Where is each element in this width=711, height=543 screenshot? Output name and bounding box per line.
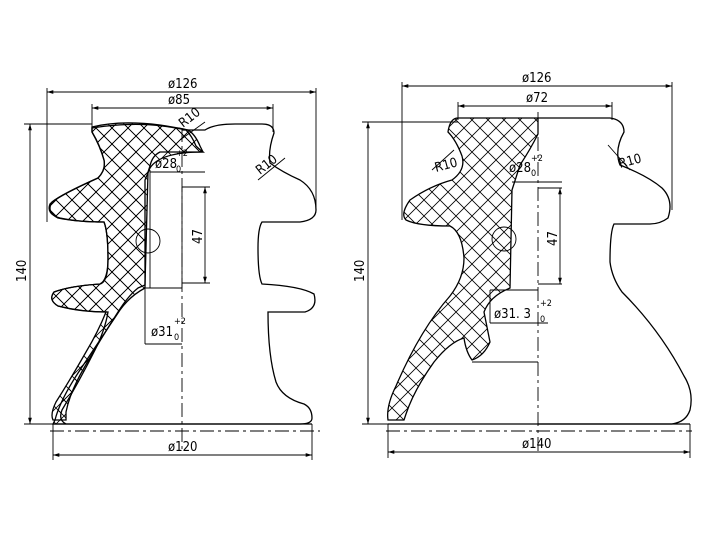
right-hatched-main [387, 117, 539, 421]
right-r10-b-leader [607, 144, 631, 171]
left-r10-a-label: R10 [176, 105, 203, 131]
left-dim-120-label: ø120 [168, 440, 197, 455]
left-dim-31-tol-sup: +2 [174, 317, 186, 327]
right-dim-31-label: ø31. 3 [494, 307, 531, 322]
right-dim-31-tol-sup: +2 [540, 299, 552, 309]
right-dim-47-label: 47 [546, 231, 561, 246]
left-body-outline [182, 123, 317, 425]
right-dim-72-label: ø72 [526, 91, 548, 106]
left-dim-140-label: 140 [15, 260, 30, 282]
right-r10-a-leader [431, 149, 455, 171]
left-r10-a-leader [179, 121, 206, 141]
right-wire-groove [491, 226, 517, 252]
left-hatched-main [49, 123, 206, 421]
right-dim-140b-label: ø140 [522, 437, 551, 452]
left-dim-28-tol-sup: +2 [176, 149, 188, 159]
left-dim-126-label: ø126 [168, 77, 197, 92]
right-dim-31-tol-sub: 0 [540, 315, 545, 325]
left-dim-85-label: ø85 [168, 93, 190, 108]
right-r10-b-label: R10 [617, 151, 643, 171]
left-r10-b-leader [257, 157, 286, 181]
right-dim-28-tol-sub: 0 [531, 169, 536, 179]
left-dim-28-tol-sub: 0 [176, 165, 181, 175]
insulator-left: ø126 ø85 140 ø28 +2 0 47 ø31 +2 0 R10 R1… [15, 77, 320, 460]
right-dim-140-label: 140 [353, 260, 368, 282]
right-r10-a-label: R10 [433, 155, 459, 175]
left-dim-28-label: ø28 [155, 157, 177, 172]
left-r10-b-label: R10 [253, 152, 280, 178]
insulator-right: ø126 ø72 140 ø28 +2 0 47 ø31. 3 +2 0 R10… [353, 71, 692, 458]
right-dim-28-label: ø28 [509, 161, 531, 176]
right-dim-28-tol-sup: +2 [531, 154, 543, 164]
right-dim-126-label: ø126 [522, 71, 551, 86]
left-wire-groove [135, 228, 161, 254]
right-body-outline [538, 117, 692, 425]
left-dim-31-label: ø31 [151, 325, 173, 340]
left-dim-47-label: 47 [191, 229, 206, 244]
left-dim-31-tol-sub: 0 [174, 333, 179, 343]
